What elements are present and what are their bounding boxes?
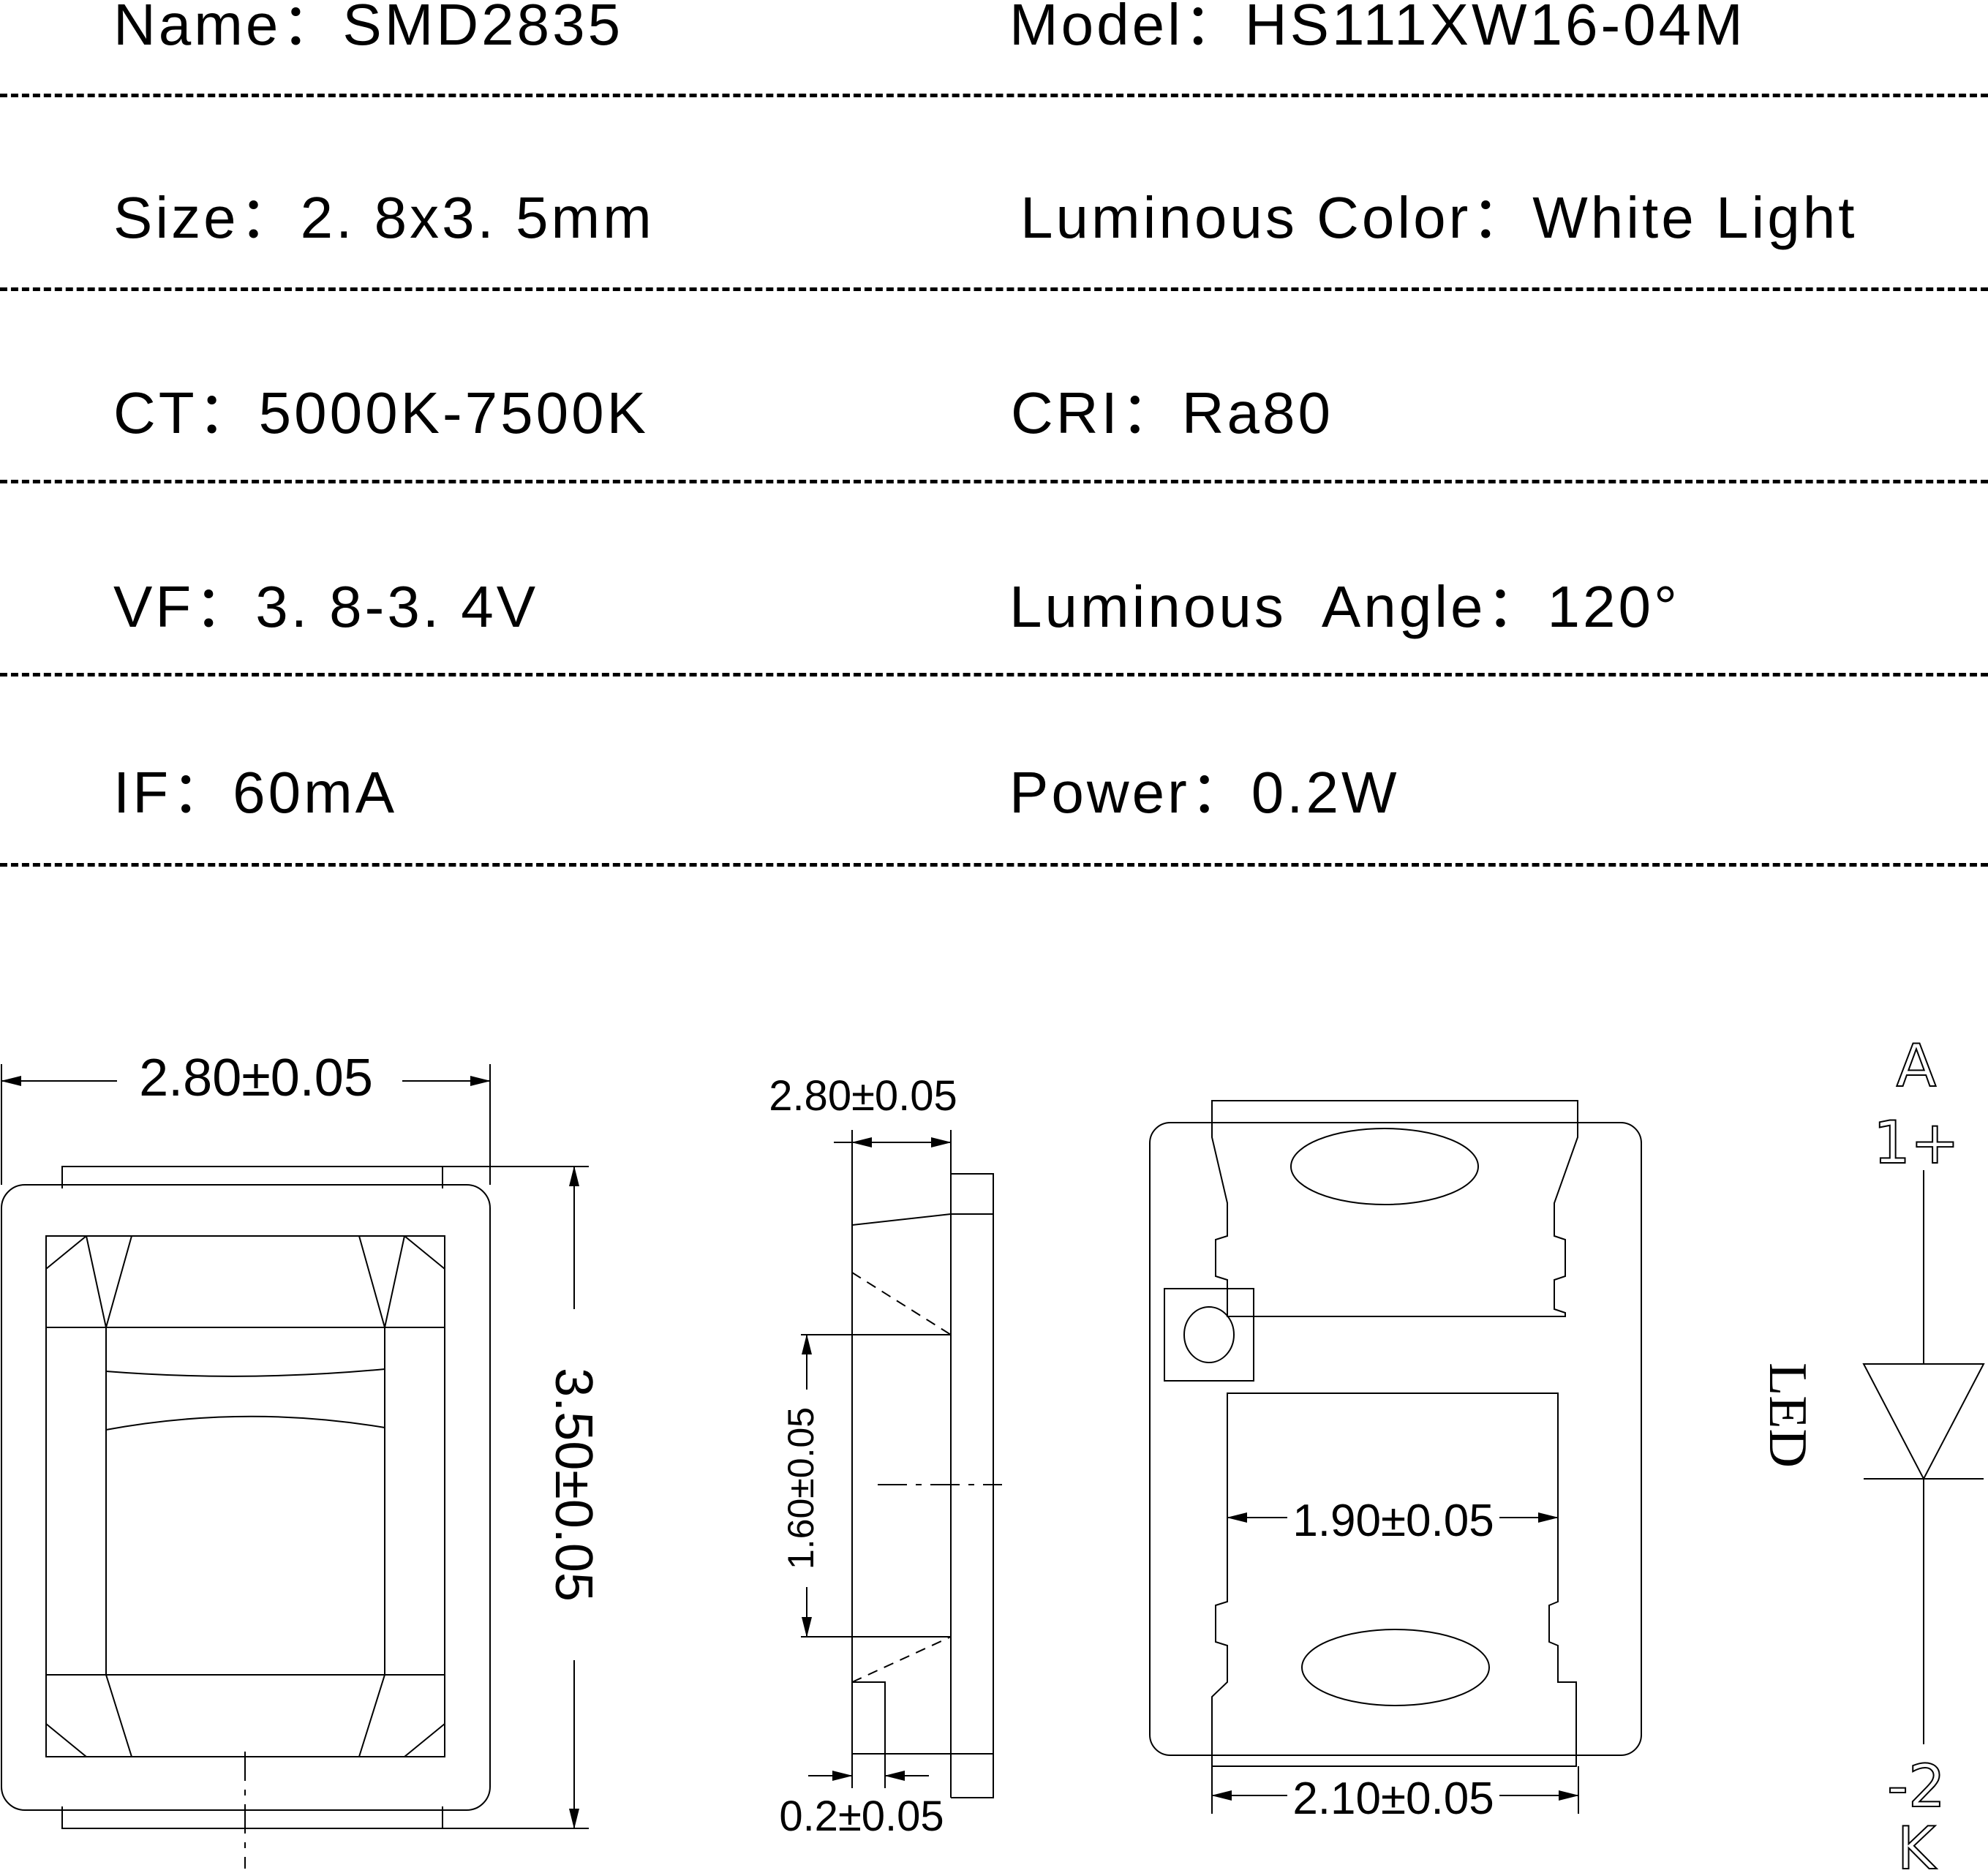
pin2-label: -2 [1887,1752,1946,1820]
spec-luminous-angle: Luminous Angle：120° [1009,574,1680,639]
spec-name-value: SMD2835 [342,0,624,57]
spec-if-value: 60mA [233,760,398,825]
divider [0,673,1988,677]
bottom-view [1149,1100,1642,1814]
spec-name-label: Name [113,0,282,57]
divider [0,480,1988,483]
bottom-total-width-label: 2.10±0.05 [1292,1774,1494,1824]
side-view [801,1130,1002,1798]
spec-vf-value: 3. 8-3. 4V [255,574,539,639]
cathode-label: K [1897,1814,1938,1873]
spec-if: IF：60mA [113,760,398,825]
led-symbol [1862,1170,1985,1744]
led-name-label: LED [1758,1363,1818,1468]
divider [0,863,1988,867]
anode-label: A [1897,1032,1937,1100]
side-height-label: 1.60±0.05 [780,1407,821,1569]
top-view [1,1064,589,1869]
spec-cri-label: CRI [1011,380,1121,445]
spec-name: Name：SMD2835 [113,0,623,54]
side-thickness-label: 0.2±0.05 [779,1793,944,1840]
spec-cri: CRI：Ra80 [1011,380,1334,445]
diode-triangle-icon [1862,1363,1985,1481]
spec-model-label: Model [1009,0,1183,57]
spec-power-label: Power [1009,760,1190,825]
spec-luminous-color-label: Luminous Color [1020,185,1472,250]
side-width-label: 2.80±0.05 [769,1072,957,1120]
spec-luminous-angle-label: Luminous Angle [1009,574,1486,639]
spec-luminous-color: Luminous Color：White Light [1020,185,1858,250]
divider [0,94,1988,97]
top-height-label: 3.50±0.05 [544,1368,603,1602]
spec-ct-value: 5000K-7500K [258,380,649,445]
spec-luminous-angle-value: 120° [1547,574,1680,639]
spec-cri-value: Ra80 [1181,380,1334,445]
spec-power-value: 0.2W [1251,760,1400,825]
spec-if-label: IF [113,760,172,825]
spec-model: Model：HS111XW16-04M [1009,0,1746,54]
spec-power: Power：0.2W [1009,760,1400,825]
bottom-pad-width-label: 1.90±0.05 [1292,1496,1494,1546]
spec-luminous-color-value: White Light [1532,185,1858,250]
spec-model-value: HS111XW16-04M [1244,0,1746,57]
spec-size: Size：2. 8x3. 5mm [113,185,655,250]
spec-ct-label: CT [113,380,197,445]
spec-vf: VF：3. 8-3. 4V [113,574,539,639]
pin1-label: 1+ [1873,1109,1959,1177]
spec-size-value: 2. 8x3. 5mm [300,185,655,250]
spec-size-label: Size [113,185,239,250]
top-width-label: 2.80±0.05 [139,1049,373,1107]
spec-ct: CT：5000K-7500K [113,380,649,445]
spec-vf-label: VF [113,574,195,639]
led-symbol-labels: A 1+ -2 K [1872,1031,1960,1873]
divider [0,287,1988,291]
